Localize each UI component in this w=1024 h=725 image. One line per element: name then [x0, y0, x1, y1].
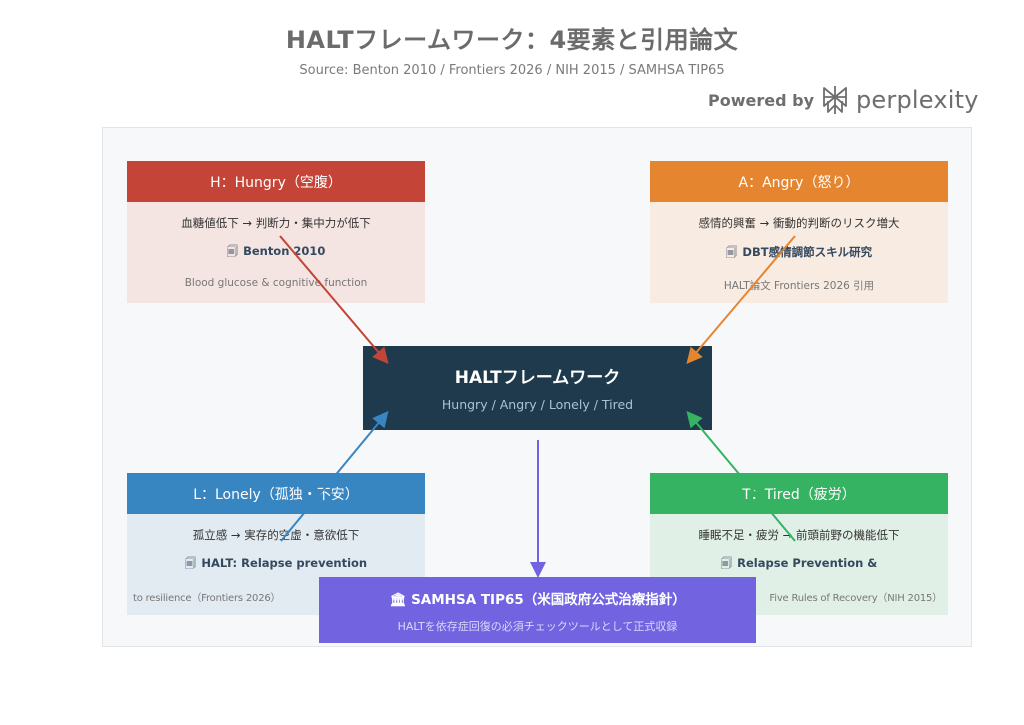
- card-tired-title: T：Tired（疲労）: [650, 473, 948, 514]
- samhsa-node: 🏛 SAMHSA TIP65（米国政府公式治療指針） HALTを依存症回復の必須…: [319, 577, 756, 643]
- card-hungry-title: H：Hungry（空腹）: [127, 161, 425, 202]
- card-tired-note: Five Rules of Recovery（NIH 2015）: [769, 593, 942, 604]
- card-lonely-effect: 孤立感 → 実存的空虚・意欲低下: [192, 528, 360, 542]
- card-angry-citation-row: 🗐 DBT感情調節スキル研究: [650, 244, 948, 264]
- document-icon: 🗐: [226, 244, 239, 258]
- card-tired-effect: 睡眠不足・疲労 → 前頭前野の機能低下: [698, 528, 900, 542]
- card-tired-citation: Relapse Prevention &: [737, 556, 878, 570]
- card-lonely-citation: HALT: Relapse prevention: [201, 556, 368, 570]
- card-angry-note: HALT論文 Frontiers 2026 引用: [723, 280, 875, 292]
- card-angry: A：Angry（怒り） 感情的興奮 → 衝動的判断のリスク増大 🗐 DBT感情調節…: [650, 161, 948, 303]
- samhsa-subtitle: HALTを依存症回復の必須チェックツールとして正式収録: [397, 620, 678, 633]
- samhsa-title-row: 🏛 SAMHSA TIP65（米国政府公式治療指針）: [319, 588, 756, 608]
- card-hungry-note: Blood glucose & cognitive function: [184, 277, 368, 289]
- document-icon: 🗐: [725, 245, 738, 259]
- card-hungry-citation: Benton 2010: [243, 244, 326, 258]
- card-angry-title: A：Angry（怒り）: [650, 161, 948, 202]
- card-tired-citation-row: 🗐 Relapse Prevention &: [650, 556, 948, 575]
- powered-by-label: Powered by: [708, 90, 814, 110]
- card-angry-effect: 感情的興奮 → 衝動的判断のリスク増大: [698, 216, 900, 230]
- center-node: HALTフレームワーク Hungry / Angry / Lonely / Ti…: [363, 346, 712, 430]
- perplexity-brand: perplexity: [856, 86, 979, 114]
- card-lonely-note: to resilience（Frontiers 2026）: [133, 593, 281, 604]
- card-hungry: H：Hungry（空腹） 血糖値低下 → 判断力・集中力が低下 🗐 Benton …: [127, 161, 425, 303]
- page-title: HALTフレームワーク：4要素と引用論文: [285, 26, 739, 54]
- samhsa-title: SAMHSA TIP65（米国政府公式治療指針）: [411, 592, 686, 608]
- card-lonely-title: L：Lonely（孤独・不安）: [127, 473, 425, 514]
- perplexity-logo-icon: [823, 86, 847, 114]
- card-lonely-citation-row: 🗐 HALT: Relapse prevention: [127, 556, 425, 575]
- card-angry-citation: DBT感情調節スキル研究: [742, 245, 873, 259]
- document-icon: 🗐: [184, 556, 197, 570]
- card-hungry-citation-row: 🗐 Benton 2010: [127, 244, 425, 263]
- document-icon: 🗐: [720, 556, 733, 570]
- card-hungry-body: 血糖値低下 → 判断力・集中力が低下 🗐 Benton 2010 Blood gl…: [127, 202, 425, 303]
- card-angry-body: 感情的興奮 → 衝動的判断のリスク増大 🗐 DBT感情調節スキル研究 HALT論文…: [650, 202, 948, 303]
- center-subtitle: Hungry / Angry / Lonely / Tired: [441, 397, 634, 412]
- center-title: HALTフレームワーク: [454, 368, 621, 388]
- institution-icon: 🏛: [389, 592, 407, 608]
- card-hungry-effect: 血糖値低下 → 判断力・集中力が低下: [181, 216, 371, 230]
- page-subtitle: Source: Benton 2010 / Frontiers 2026 / N…: [299, 63, 725, 78]
- powered-by-badge: Powered by perplexity: [708, 84, 979, 116]
